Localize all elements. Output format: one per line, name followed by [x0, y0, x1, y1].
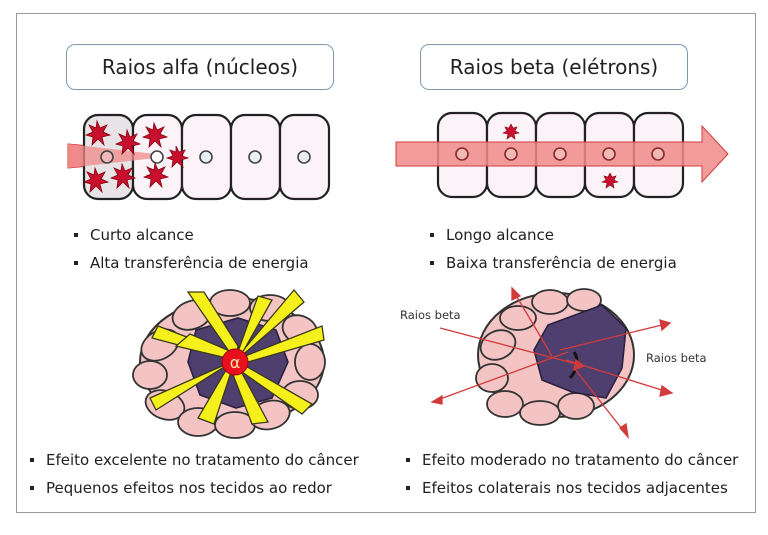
beta-nucleus-4: [602, 147, 616, 161]
beta-effect-side: Efeitos colaterais nos tecidos adjacente…: [404, 474, 738, 502]
alpha-nucleus-1: [100, 150, 114, 164]
alpha-nucleus-4: [248, 150, 262, 164]
figure-frame: [16, 13, 756, 513]
beta-property-energy: Baixa transferência de energia: [428, 249, 677, 277]
beta-header: Raios beta (elétrons): [420, 44, 688, 90]
beta-damage-star-1: [502, 123, 520, 140]
alpha-effects-list: Efeito excelente no tratamento do câncer…: [28, 446, 359, 502]
alpha-symbol: α: [230, 353, 241, 372]
alpha-properties-list: Curto alcance Alta transferência de ener…: [72, 221, 309, 277]
alpha-damage-starbursts: [82, 119, 190, 194]
alpha-nucleus-3: [199, 150, 213, 164]
beta-title: Raios beta (elétrons): [449, 55, 659, 79]
beta-properties-list: Longo alcance Baixa transferência de ene…: [428, 221, 677, 277]
alpha-header: Raios alfa (núcleos): [66, 44, 334, 90]
beta-nucleus-1: [455, 147, 469, 161]
alpha-property-range: Curto alcance: [72, 221, 309, 249]
alpha-effect-surrounding: Pequenos efeitos nos tecidos ao redor: [28, 474, 359, 502]
alpha-cell-row: [67, 113, 331, 201]
beta-effect-treatment: Efeito moderado no tratamento do câncer: [404, 446, 738, 474]
alpha-nucleus-2: [150, 150, 164, 164]
alpha-title: Raios alfa (núcleos): [101, 55, 299, 79]
alpha-nucleus-5: [297, 150, 311, 164]
alpha-property-energy: Alta transferência de energia: [72, 249, 309, 277]
alpha-effect-treatment: Efeito excelente no tratamento do câncer: [28, 446, 359, 474]
beta-nucleus-3: [553, 147, 567, 161]
beta-tumor-core: [533, 304, 627, 399]
alpha-tumor-cluster: α: [132, 288, 326, 439]
beta-damage-star-2: [601, 172, 619, 189]
beta-tumor-cluster: Raios beta Raios beta: [400, 286, 707, 440]
beta-ray-lines: [430, 286, 674, 440]
beta-cell-row: [395, 111, 729, 199]
alpha-particle: [221, 348, 249, 376]
beta-ray-label-left: Raios beta: [400, 308, 461, 322]
beta-property-range: Longo alcance: [428, 221, 677, 249]
beta-effects-list: Efeito moderado no tratamento do câncer …: [404, 446, 738, 502]
beta-nucleus-5: [651, 147, 665, 161]
beta-ray-label-right: Raios beta: [646, 351, 707, 365]
beta-nucleus-2: [504, 147, 518, 161]
